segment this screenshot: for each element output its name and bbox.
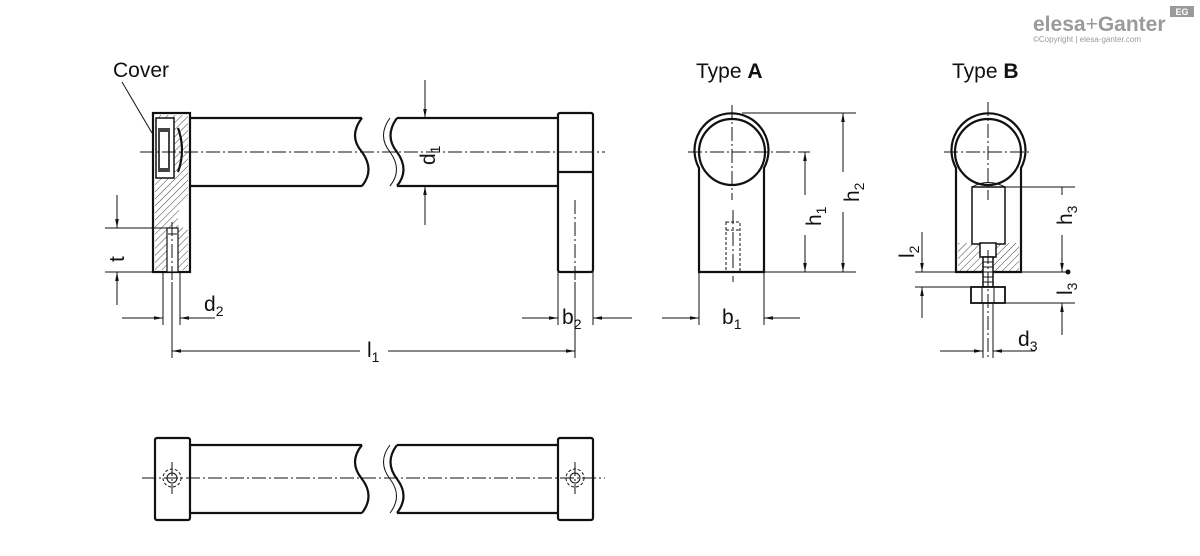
type-b-label: Type B	[952, 60, 1019, 83]
dim-h1: h1	[803, 206, 829, 226]
dim-l1: l1	[367, 339, 380, 365]
dim-h2: h2	[841, 182, 867, 202]
dim-b1: b1	[722, 306, 742, 332]
type-b-view: Type B h3 l2 l3	[896, 60, 1080, 360]
top-left-block	[153, 436, 192, 522]
type-a-body	[693, 112, 770, 274]
dim-l3: l3	[1054, 282, 1080, 295]
copyright-text: ©Copyright | elesa-ganter.com	[1033, 35, 1141, 44]
dim-l2: l2	[896, 245, 922, 258]
cover-label: Cover	[113, 59, 169, 82]
dim-b2: b2	[562, 306, 582, 332]
side-view: Cover d1 t d2 b2 l1	[105, 59, 632, 365]
top-view	[142, 436, 605, 522]
top-right-block	[556, 436, 595, 522]
brand-badge	[1170, 6, 1194, 17]
type-a-label: Type A	[696, 60, 763, 83]
dim-d1: d1	[417, 145, 443, 165]
svg-text:elesa+Ganter: elesa+Ganter	[1033, 13, 1166, 36]
dim-t: t	[106, 256, 129, 262]
brand-logo: elesa+Ganter EG ©Copyright | elesa-gante…	[1033, 6, 1194, 44]
dim-h3: h3	[1054, 205, 1080, 225]
svg-text:EG: EG	[1175, 7, 1188, 17]
dim-d2: d2	[204, 293, 224, 319]
dim-d3: d3	[1018, 328, 1038, 354]
type-a-view: Type A h1 h2 b1	[662, 60, 867, 332]
